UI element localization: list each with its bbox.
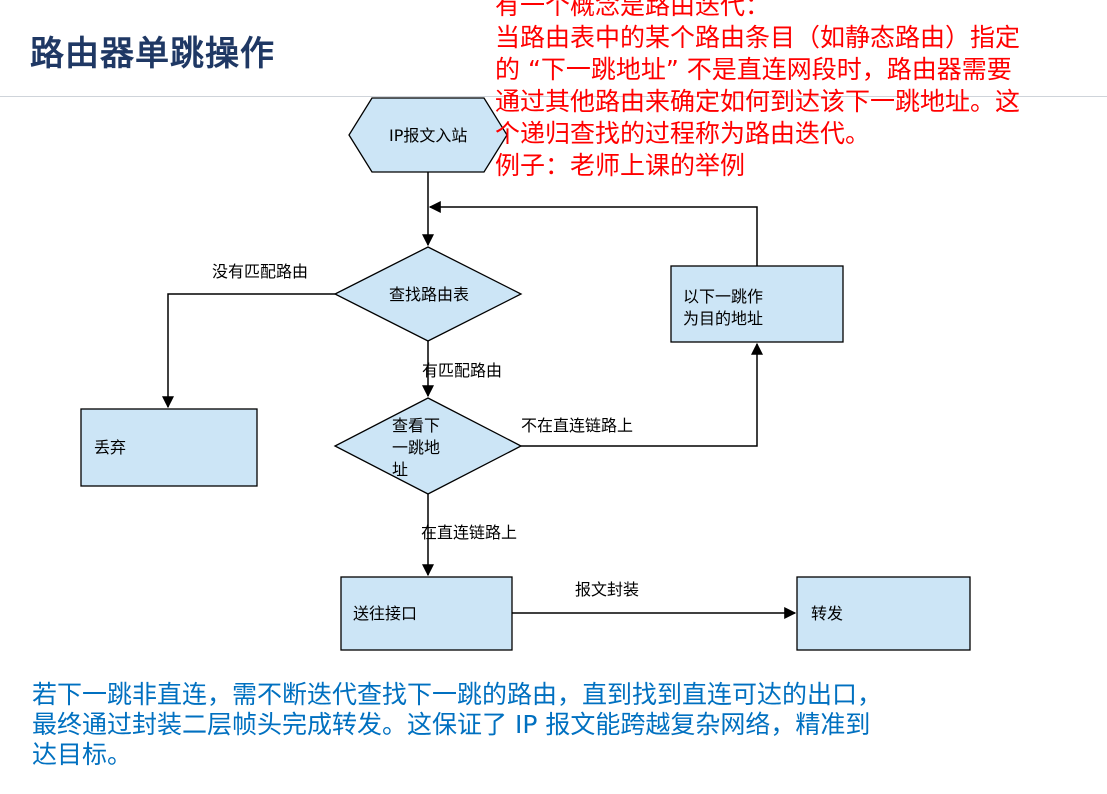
label-no-match: 没有匹配路由 xyxy=(212,262,308,281)
title-divider xyxy=(0,96,1107,97)
edge-check-to-next-hop xyxy=(521,342,763,447)
summary-text: 若下一跳非直连，需不断迭代查找下一跳的路由，直到找到直连可达的出口， 最终通过封… xyxy=(32,680,1032,770)
summary-line: 最终通过封装二层帧头完成转发。这保证了 IP 报文能跨越复杂网络，精准到 xyxy=(32,710,871,739)
forward-node xyxy=(796,576,971,651)
next-hop-as-dest-label-2: 为目的地址 xyxy=(683,309,763,328)
summary-line: 达目标。 xyxy=(32,740,133,769)
check-next-hop-label-2: 一跳地 xyxy=(392,438,440,457)
routing-iteration-note: 有一个概念是路由迭代： 当路由表中的某个路由条目（如静态路由）指定 的 “下一跳… xyxy=(495,0,1107,182)
edge-lookup-to-discard xyxy=(162,293,335,409)
summary-line: 若下一跳非直连，需不断迭代查找下一跳的路由，直到找到直连可达的出口， xyxy=(32,680,883,709)
ip-inbound-label: IP报文入站 xyxy=(389,126,467,145)
edge-loop-back xyxy=(428,201,758,266)
label-on-direct: 在直连链路上 xyxy=(421,523,517,542)
label-encapsulate: 报文封装 xyxy=(575,580,639,599)
ip-inbound-node xyxy=(348,97,508,173)
note-line: 通过其他路由来确定如何到达该下一跳地址。这 xyxy=(495,87,1021,116)
discard-label: 丢弃 xyxy=(94,438,126,457)
note-line: 的 “下一跳地址” 不是直连网段时，路由器需要 xyxy=(495,55,1012,84)
lookup-route-table-label: 查找路由表 xyxy=(389,285,469,304)
check-next-hop-label-3: 址 xyxy=(392,460,408,479)
note-line: 有一个概念是路由迭代： xyxy=(495,0,771,20)
note-line: 当路由表中的某个路由条目（如静态路由）指定 xyxy=(495,23,1021,52)
next-hop-as-dest-label-1: 以下一跳作 xyxy=(683,287,763,306)
next-hop-as-dest-node xyxy=(670,265,844,343)
send-to-interface-node xyxy=(340,576,513,651)
discard-node xyxy=(80,408,258,487)
send-to-interface-label: 送往接口 xyxy=(353,604,417,623)
forward-label: 转发 xyxy=(811,604,843,623)
label-has-match: 有匹配路由 xyxy=(422,361,502,380)
note-line: 个递归查找的过程称为路由迭代。 xyxy=(495,119,871,148)
note-line: 例子：老师上课的举例 xyxy=(495,151,746,180)
label-not-direct: 不在直连链路上 xyxy=(521,416,633,435)
page-title: 路由器单跳操作 xyxy=(30,34,275,74)
check-next-hop-label-1: 查看下 xyxy=(392,416,440,435)
